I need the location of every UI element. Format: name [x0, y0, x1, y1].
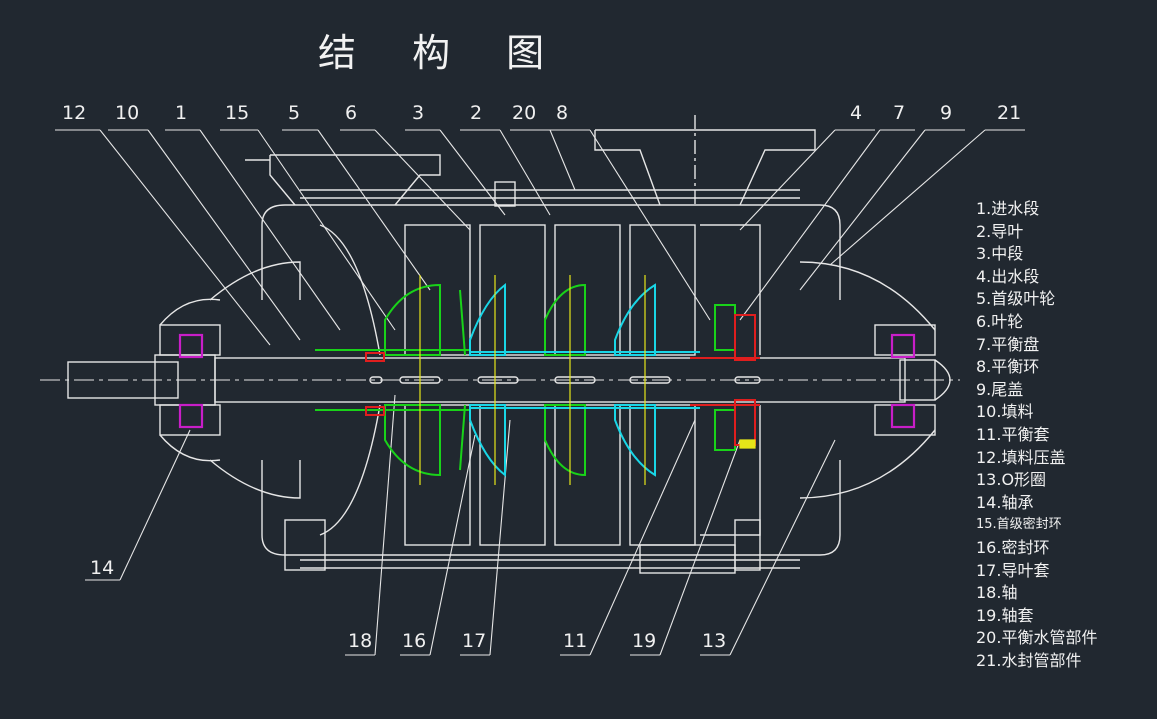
bearings — [178, 333, 916, 429]
callout-18: 18 — [348, 630, 373, 652]
callout-11: 11 — [563, 630, 588, 652]
callout-21: 21 — [997, 102, 1022, 124]
callout-9: 9 — [940, 102, 953, 124]
legend-item: 9.尾盖 — [976, 379, 1024, 399]
callout-7: 7 — [893, 102, 906, 124]
callout-12: 12 — [62, 102, 87, 124]
callout-15: 15 — [225, 102, 250, 124]
callout-3: 3 — [412, 102, 425, 124]
callout-20: 20 — [512, 102, 537, 124]
leader-lines — [55, 129, 1025, 656]
legend-item: 18.轴 — [976, 583, 1018, 603]
callout-14: 14 — [90, 557, 115, 579]
stage-sections — [319, 224, 761, 546]
callout-19: 19 — [632, 630, 657, 652]
bearing-housings — [159, 298, 936, 462]
legend-item: 13.O形圈 — [976, 470, 1047, 490]
legend-item: 14.轴承 — [976, 492, 1034, 512]
legend-item: 1.进水段 — [976, 199, 1040, 218]
casing-outline — [209, 115, 936, 574]
legend-item: 4.出水段 — [976, 266, 1040, 286]
guide-vanes — [469, 282, 700, 478]
legend-item: 3.中段 — [976, 244, 1024, 264]
shaft — [40, 354, 960, 406]
legend-item: 19.轴套 — [976, 605, 1034, 625]
legend-item: 16.密封环 — [976, 537, 1050, 557]
legend-item: 20.平衡水管部件 — [976, 628, 1098, 648]
callout-16: 16 — [402, 630, 427, 652]
drawing-title: 结 构 图 — [318, 31, 567, 75]
balance-parts — [365, 314, 760, 446]
callout-10: 10 — [115, 102, 140, 124]
legend-item: 21.水封管部件 — [976, 650, 1082, 670]
legend-item: 6.叶轮 — [976, 311, 1024, 331]
callout-13: 13 — [702, 630, 727, 652]
legend-item: 11.平衡套 — [976, 424, 1050, 444]
callout-8: 8 — [556, 102, 569, 124]
callout-1: 1 — [175, 102, 188, 124]
legend-item: 17.导叶套 — [976, 560, 1050, 580]
legend-item: 7.平衡盘 — [976, 334, 1040, 354]
seal-markers — [419, 275, 756, 485]
callout-5: 5 — [288, 102, 301, 124]
callout-6: 6 — [345, 102, 358, 124]
impellers — [315, 283, 736, 477]
callout-17: 17 — [462, 630, 487, 652]
legend-item: 15.首级密封环 — [976, 517, 1062, 533]
legend-item: 2.导叶 — [976, 221, 1024, 241]
legend-item: 8.平衡环 — [976, 357, 1040, 377]
legend-item: 10.填料 — [976, 402, 1034, 422]
callout-4: 4 — [850, 102, 863, 124]
parts-legend: 1.进水段 2.导叶 3.中段 4.出水段 5.首级叶轮 6.叶轮 7.平衡盘 … — [976, 198, 1154, 672]
legend-item: 12.填料压盖 — [976, 447, 1066, 467]
legend-item: 5.首级叶轮 — [976, 289, 1056, 309]
callout-2: 2 — [470, 102, 483, 124]
